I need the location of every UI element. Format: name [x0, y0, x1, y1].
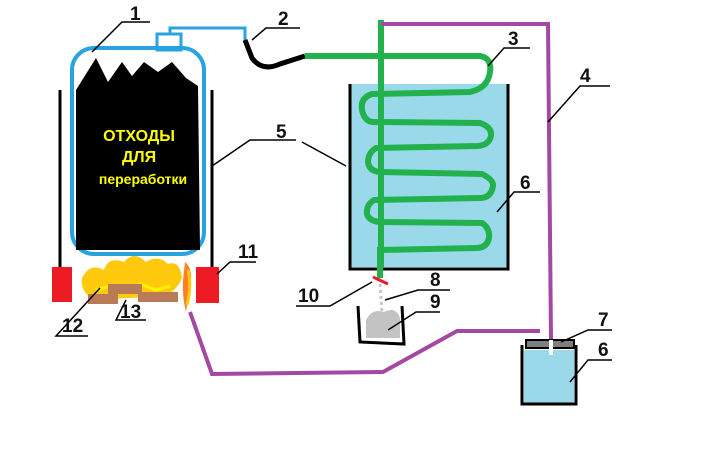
callout-8: 8 [430, 270, 441, 291]
furnace-frame [58, 90, 214, 268]
tank-label-line1: ОТХОДЫ [103, 128, 175, 145]
callout-3: 3 [508, 29, 519, 50]
distillate-receiver [356, 305, 406, 346]
callout-2: 2 [278, 9, 289, 30]
callout-5: 5 [276, 122, 287, 143]
callout-13: 13 [120, 302, 141, 323]
leader-lines [54, 21, 612, 383]
callout-7: 7 [598, 310, 609, 331]
tank-label-line3: переработки [99, 171, 187, 187]
callout-11: 11 [238, 242, 259, 263]
right-support [196, 267, 219, 303]
purple-bottom-pipe [188, 311, 540, 377]
cooling-coil [305, 53, 497, 278]
valve [372, 275, 389, 286]
callout-12: 12 [62, 316, 83, 337]
callout-10: 10 [298, 286, 319, 307]
condensate-drip [378, 283, 384, 313]
flexible-hose [242, 39, 306, 70]
vapor-outlet-pipe [168, 26, 247, 42]
callout-6-bath: 6 [520, 173, 531, 194]
water-vessel [520, 339, 578, 406]
waste-tank: ОТХОДЫ ДЛЯ переработки [70, 32, 206, 256]
purple-return-pipe [381, 22, 553, 340]
callout-9: 9 [430, 292, 441, 313]
callout-6-vessel: 6 [598, 340, 609, 361]
callout-4: 4 [580, 66, 591, 87]
tank-label-line2: ДЛЯ [122, 149, 156, 166]
firewood [88, 284, 178, 304]
callout-1: 1 [130, 4, 141, 25]
left-support [52, 267, 72, 302]
